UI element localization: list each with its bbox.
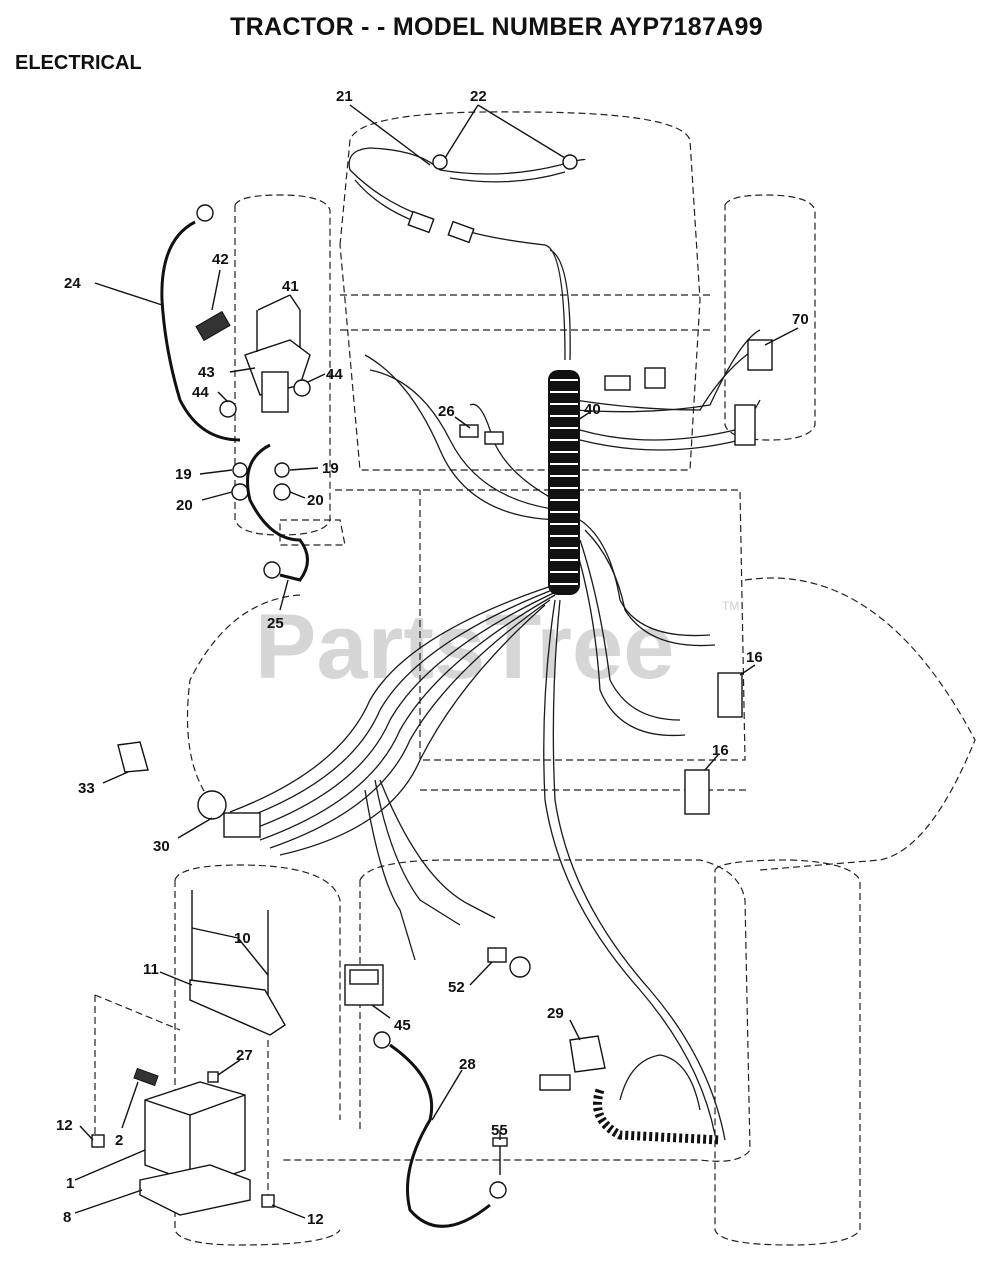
callout-29: 29 <box>547 1005 564 1022</box>
key-33 <box>117 741 149 773</box>
callout-22: 22 <box>470 88 487 105</box>
watermark: PartsTree <box>255 596 674 698</box>
callout-12-right: 12 <box>307 1211 324 1228</box>
callout-20-left: 20 <box>176 497 193 514</box>
display-45 <box>344 964 384 1006</box>
callout-8: 8 <box>63 1209 71 1226</box>
coiled-conduit <box>548 370 580 595</box>
wiring-harness <box>229 147 771 1141</box>
callout-24: 24 <box>64 275 81 292</box>
callout-19-right: 19 <box>322 460 339 477</box>
callout-labels: 21 22 24 42 41 70 43 44 44 26 40 19 19 2… <box>56 88 809 1228</box>
light-52 <box>487 947 531 978</box>
callout-1: 1 <box>66 1175 74 1192</box>
section-title: ELECTRICAL <box>15 52 142 74</box>
callout-27: 27 <box>236 1047 253 1064</box>
callout-30: 30 <box>153 838 170 855</box>
callout-45: 45 <box>394 1017 411 1034</box>
callout-70: 70 <box>792 311 809 328</box>
callout-20-right: 20 <box>307 492 324 509</box>
lower-coiled-wire <box>593 1054 721 1145</box>
callout-2: 2 <box>115 1132 123 1149</box>
callout-43: 43 <box>198 364 215 381</box>
callout-44-right: 44 <box>326 366 343 383</box>
switch-29 <box>539 1035 606 1091</box>
callout-40: 40 <box>584 401 601 418</box>
watermark-trademark: TM <box>722 599 739 613</box>
switch-16-upper <box>717 672 743 718</box>
connector-26 <box>459 424 504 445</box>
callout-41: 41 <box>282 278 299 295</box>
callout-55: 55 <box>491 1122 508 1139</box>
callout-12-left: 12 <box>56 1117 73 1134</box>
callout-26: 26 <box>438 403 455 420</box>
callout-10: 10 <box>234 930 251 947</box>
callout-25: 25 <box>267 615 284 632</box>
callout-leaders <box>74 104 799 1219</box>
callout-16-upper: 16 <box>746 649 763 666</box>
battery-cable-28 <box>373 1031 507 1228</box>
switch-70 <box>604 339 773 446</box>
ignition-switch-30 <box>197 790 261 838</box>
callout-21: 21 <box>336 88 353 105</box>
tractor-outline <box>94 111 976 1246</box>
battery-holddown-11 <box>189 890 286 1036</box>
callout-11: 11 <box>143 961 159 978</box>
page-title: TRACTOR - - MODEL NUMBER AYP7187A99 <box>230 13 763 41</box>
clip-12 <box>91 1134 275 1208</box>
callout-42: 42 <box>212 251 229 268</box>
bolt-55 <box>492 1137 508 1175</box>
callout-44-left: 44 <box>192 384 209 401</box>
callout-33: 33 <box>78 780 95 797</box>
callout-19-left: 19 <box>175 466 192 483</box>
switch-16-lower <box>684 769 710 815</box>
battery-tray-8 <box>139 1164 251 1216</box>
battery-1 <box>133 1067 246 1186</box>
battery-cable-24 <box>160 204 241 442</box>
callout-52: 52 <box>448 979 465 996</box>
starter-solenoid-43 <box>195 310 311 501</box>
headlight-harness-part <box>407 154 578 244</box>
battery-cable-25 <box>246 443 309 582</box>
callout-28: 28 <box>459 1056 476 1073</box>
callout-16-lower: 16 <box>712 742 729 759</box>
